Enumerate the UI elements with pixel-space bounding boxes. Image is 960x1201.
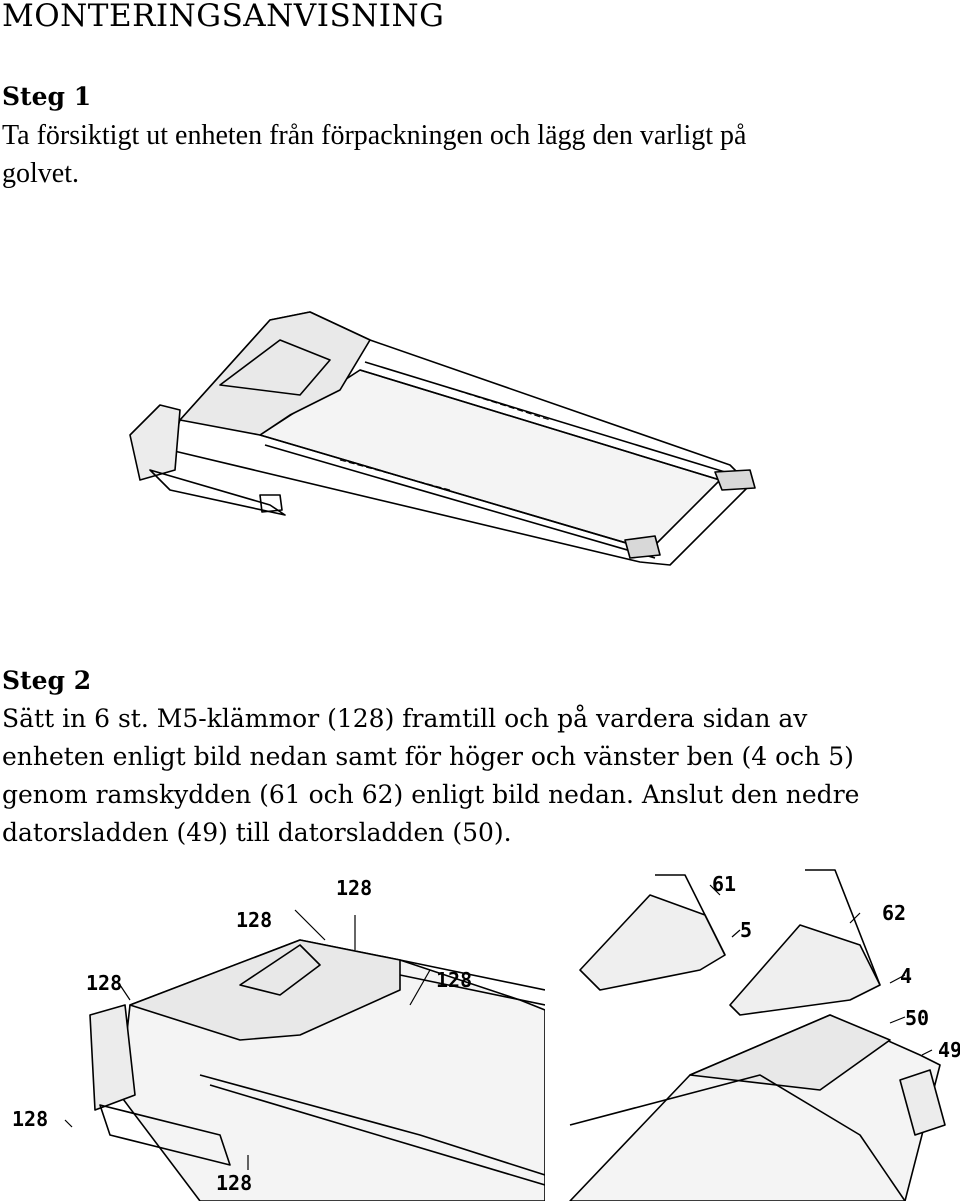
step-1-line: Ta försiktigt ut enheten från förpacknin… <box>2 120 747 151</box>
callout-4: 4 <box>900 964 912 988</box>
callout-5: 5 <box>740 918 752 942</box>
callout-128: 128 <box>86 971 122 995</box>
legs-and-cable-figure: 61 62 5 4 50 49 <box>569 869 960 1201</box>
clip-placement-figure: 128 128 128 128 128 128 <box>12 876 545 1201</box>
step-2-line: enheten enligt bild nedan samt för höger… <box>2 742 854 771</box>
callout-128: 128 <box>336 876 372 900</box>
callout-128: 128 <box>436 968 472 992</box>
document-title: MONTERINGSANVISNING <box>2 0 445 34</box>
step-1-text: Ta försiktigt ut enheten från förpacknin… <box>2 117 746 193</box>
step-2-line: genom ramskydden (61 och 62) enligt bild… <box>2 780 860 809</box>
callout-49: 49 <box>938 1038 960 1062</box>
step-2-line: Sätt in 6 st. M5-klämmor (128) framtill … <box>2 704 808 733</box>
callout-128: 128 <box>12 1107 48 1131</box>
step-1-heading: Steg 1 <box>2 82 92 111</box>
callout-62: 62 <box>882 901 906 925</box>
step-2-heading: Steg 2 <box>2 666 92 695</box>
step-2-line: datorsladden (49) till datorsladden (50)… <box>2 818 512 847</box>
treadmill-illustration <box>129 311 756 566</box>
callout-61: 61 <box>712 872 736 896</box>
step-2-text: Sätt in 6 st. M5-klämmor (128) framtill … <box>2 700 859 852</box>
callout-50: 50 <box>905 1006 929 1030</box>
callout-128: 128 <box>216 1171 252 1195</box>
step-1-line: golvet. <box>2 158 79 189</box>
callout-128: 128 <box>236 908 272 932</box>
